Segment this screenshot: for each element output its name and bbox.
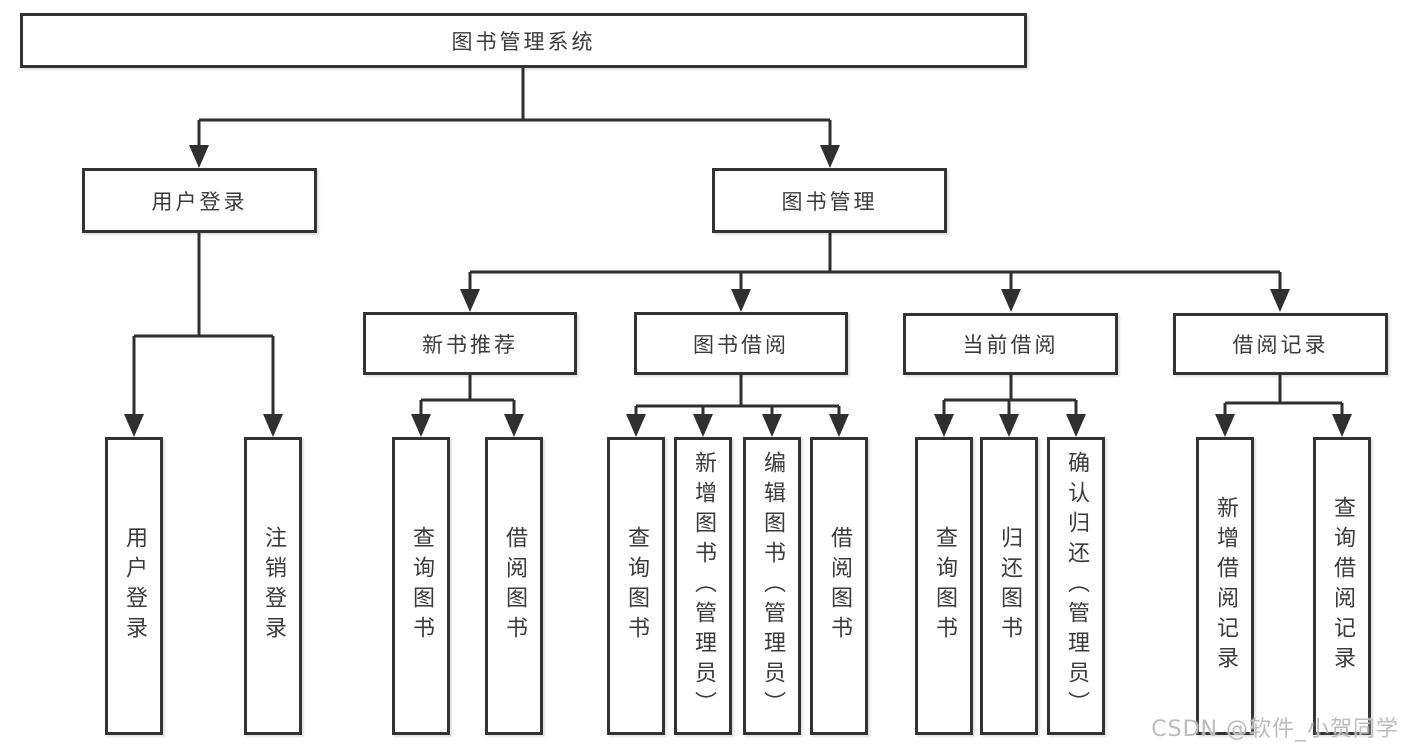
node-return-books: 归还图书 bbox=[980, 437, 1038, 735]
node-add-books-admin: 新增图书（管理员） bbox=[674, 437, 732, 735]
node-label: 查询借阅记录 bbox=[1330, 496, 1355, 676]
node-recommend-borrow-books: 借阅图书 bbox=[485, 437, 543, 735]
node-label: 借阅图书 bbox=[827, 526, 852, 646]
node-label: 新增借阅记录 bbox=[1213, 496, 1238, 676]
node-label: 归还图书 bbox=[997, 526, 1022, 646]
node-borrow-query-books: 查询图书 bbox=[607, 437, 665, 735]
node-user-login-action: 用户登录 bbox=[105, 437, 163, 735]
node-label: 注销登录 bbox=[261, 526, 286, 646]
node-logout-login: 注销登录 bbox=[244, 437, 302, 735]
node-label: 查询图书 bbox=[624, 526, 649, 646]
node-label: 借阅图书 bbox=[502, 526, 527, 646]
node-library-system: 图书管理系统 bbox=[20, 13, 1027, 68]
node-borrow-records: 借阅记录 bbox=[1173, 313, 1388, 375]
node-current-query-books: 查询图书 bbox=[915, 437, 973, 735]
node-query-borrow-record: 查询借阅记录 bbox=[1313, 437, 1371, 735]
node-add-borrow-record: 新增借阅记录 bbox=[1196, 437, 1254, 735]
node-label: 确认归还（管理员） bbox=[1064, 451, 1089, 721]
csdn-watermark: CSDN @软件_小贺同学 bbox=[1151, 717, 1399, 742]
node-current-borrow: 当前借阅 bbox=[903, 313, 1118, 375]
node-book-borrow: 图书借阅 bbox=[634, 312, 848, 375]
node-label: 编辑图书（管理员） bbox=[760, 451, 785, 721]
node-user-login: 用户登录 bbox=[82, 168, 317, 233]
node-borrow-books: 借阅图书 bbox=[810, 437, 868, 735]
node-label: 查询图书 bbox=[409, 526, 434, 646]
node-label: 查询图书 bbox=[932, 526, 957, 646]
node-confirm-return-admin: 确认归还（管理员） bbox=[1047, 437, 1105, 735]
node-new-book-recommend: 新书推荐 bbox=[363, 312, 577, 375]
node-recommend-query-books: 查询图书 bbox=[392, 437, 450, 735]
node-label: 用户登录 bbox=[122, 526, 147, 646]
node-book-management: 图书管理 bbox=[712, 168, 947, 233]
node-edit-books-admin: 编辑图书（管理员） bbox=[743, 437, 801, 735]
node-label: 新增图书（管理员） bbox=[691, 451, 716, 721]
